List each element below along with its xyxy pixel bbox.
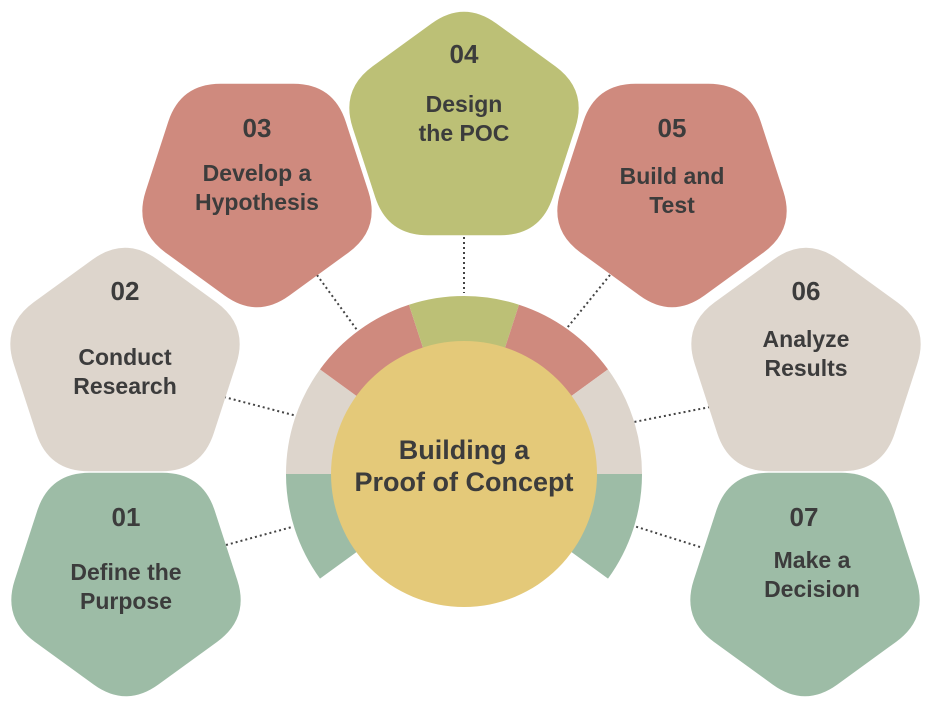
pentagon-07 [690,472,920,697]
step-number: 06 [792,276,821,306]
pentagon-04 [349,11,579,236]
step-label-line-2: Results [764,355,847,381]
step-label-line-1: Analyze [763,326,850,352]
step-label-line-1: Develop a [203,160,312,186]
step-01: 01 Define the Purpose [11,472,241,697]
step-number: 05 [658,113,687,143]
center-hub: Building a Proof of Concept [331,341,597,607]
step-label-line-1: Build and [620,163,725,189]
center-title-line-2: Proof of Concept [355,467,574,497]
step-label-line-1: Conduct [78,344,172,370]
step-label-line-2: Decision [764,576,860,602]
step-label-line-2: Test [649,192,695,218]
step-label-line-1: Design [426,91,503,117]
connector-01 [225,526,293,546]
step-label-line-2: Research [73,373,177,399]
step-label-line-2: Purpose [80,588,172,614]
step-02: 02 Conduct Research [10,247,240,472]
step-label-line-2: the POC [419,120,510,146]
pentagon-03 [142,83,372,308]
step-03: 03 Develop a Hypothesis [142,83,372,308]
connector-06 [633,406,711,423]
center-circle [331,341,597,607]
step-label-line-2: Hypothesis [195,189,319,215]
connector-lines [223,232,711,548]
step-04: 04 Design the POC [349,11,579,236]
step-07: 07 Make a Decision [690,472,920,697]
step-number: 01 [112,502,141,532]
ring-segment-05 [501,304,609,404]
step-number: 04 [450,39,479,69]
step-number: 07 [790,502,819,532]
connector-03 [316,274,358,331]
step-06: 06 Analyze Results [691,247,921,472]
pentagon-06 [691,247,921,472]
step-label-line-1: Make a [774,547,851,573]
center-title-line-1: Building a [399,435,530,465]
step-05: 05 Build and Test [557,83,787,308]
pentagon-05 [557,83,787,308]
connector-05 [566,274,611,329]
connector-02 [223,396,298,417]
step-number: 02 [111,276,140,306]
connector-07 [633,525,701,548]
pentagon-02 [10,247,240,472]
pentagon-01 [11,472,241,697]
step-number: 03 [243,113,272,143]
ring-segment-03 [319,304,427,404]
step-label-line-1: Define the [70,559,181,585]
